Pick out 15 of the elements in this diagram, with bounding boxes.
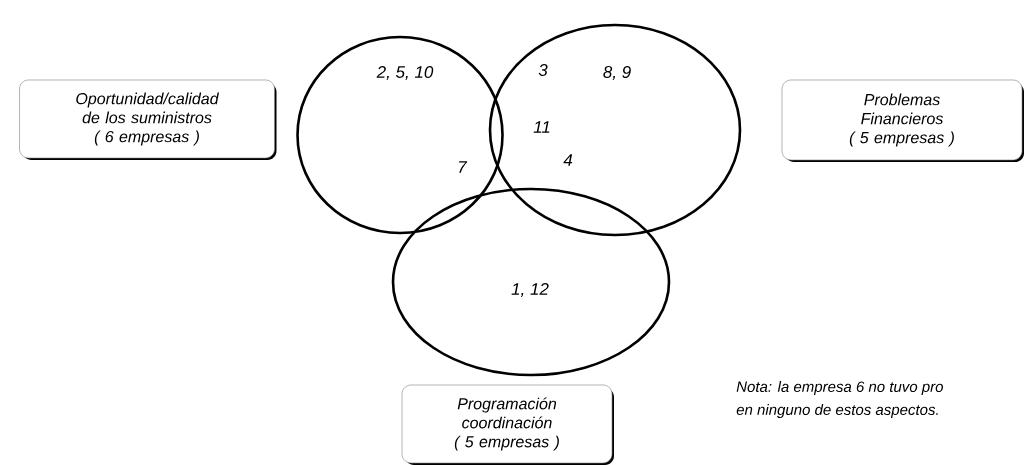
note-text: en ninguno de estos aspectos. [736,404,938,418]
region-numbers: 7 [459,161,468,173]
region-numbers: 8, 9 [603,65,631,80]
region-numbers: 4 [563,154,573,166]
note-text: Nota: la empresa 6 no tuvo pro [736,381,943,395]
circle [391,187,671,377]
region-numbers: 2, 5, 10 [376,65,434,80]
label-box: Problemas Financieros ( 5 empresas ) [781,79,1024,162]
region-numbers: 11 [533,121,550,133]
label-box: Programación coordinación ( 5 empresas ) [401,384,614,465]
circle [296,35,504,235]
label-box: Oportunidad/calidad de los suministros ( 6 empresas ) [19,79,277,160]
circle [488,23,742,237]
region-numbers: 3 [538,64,548,76]
region-numbers: 1, 12 [511,282,549,297]
